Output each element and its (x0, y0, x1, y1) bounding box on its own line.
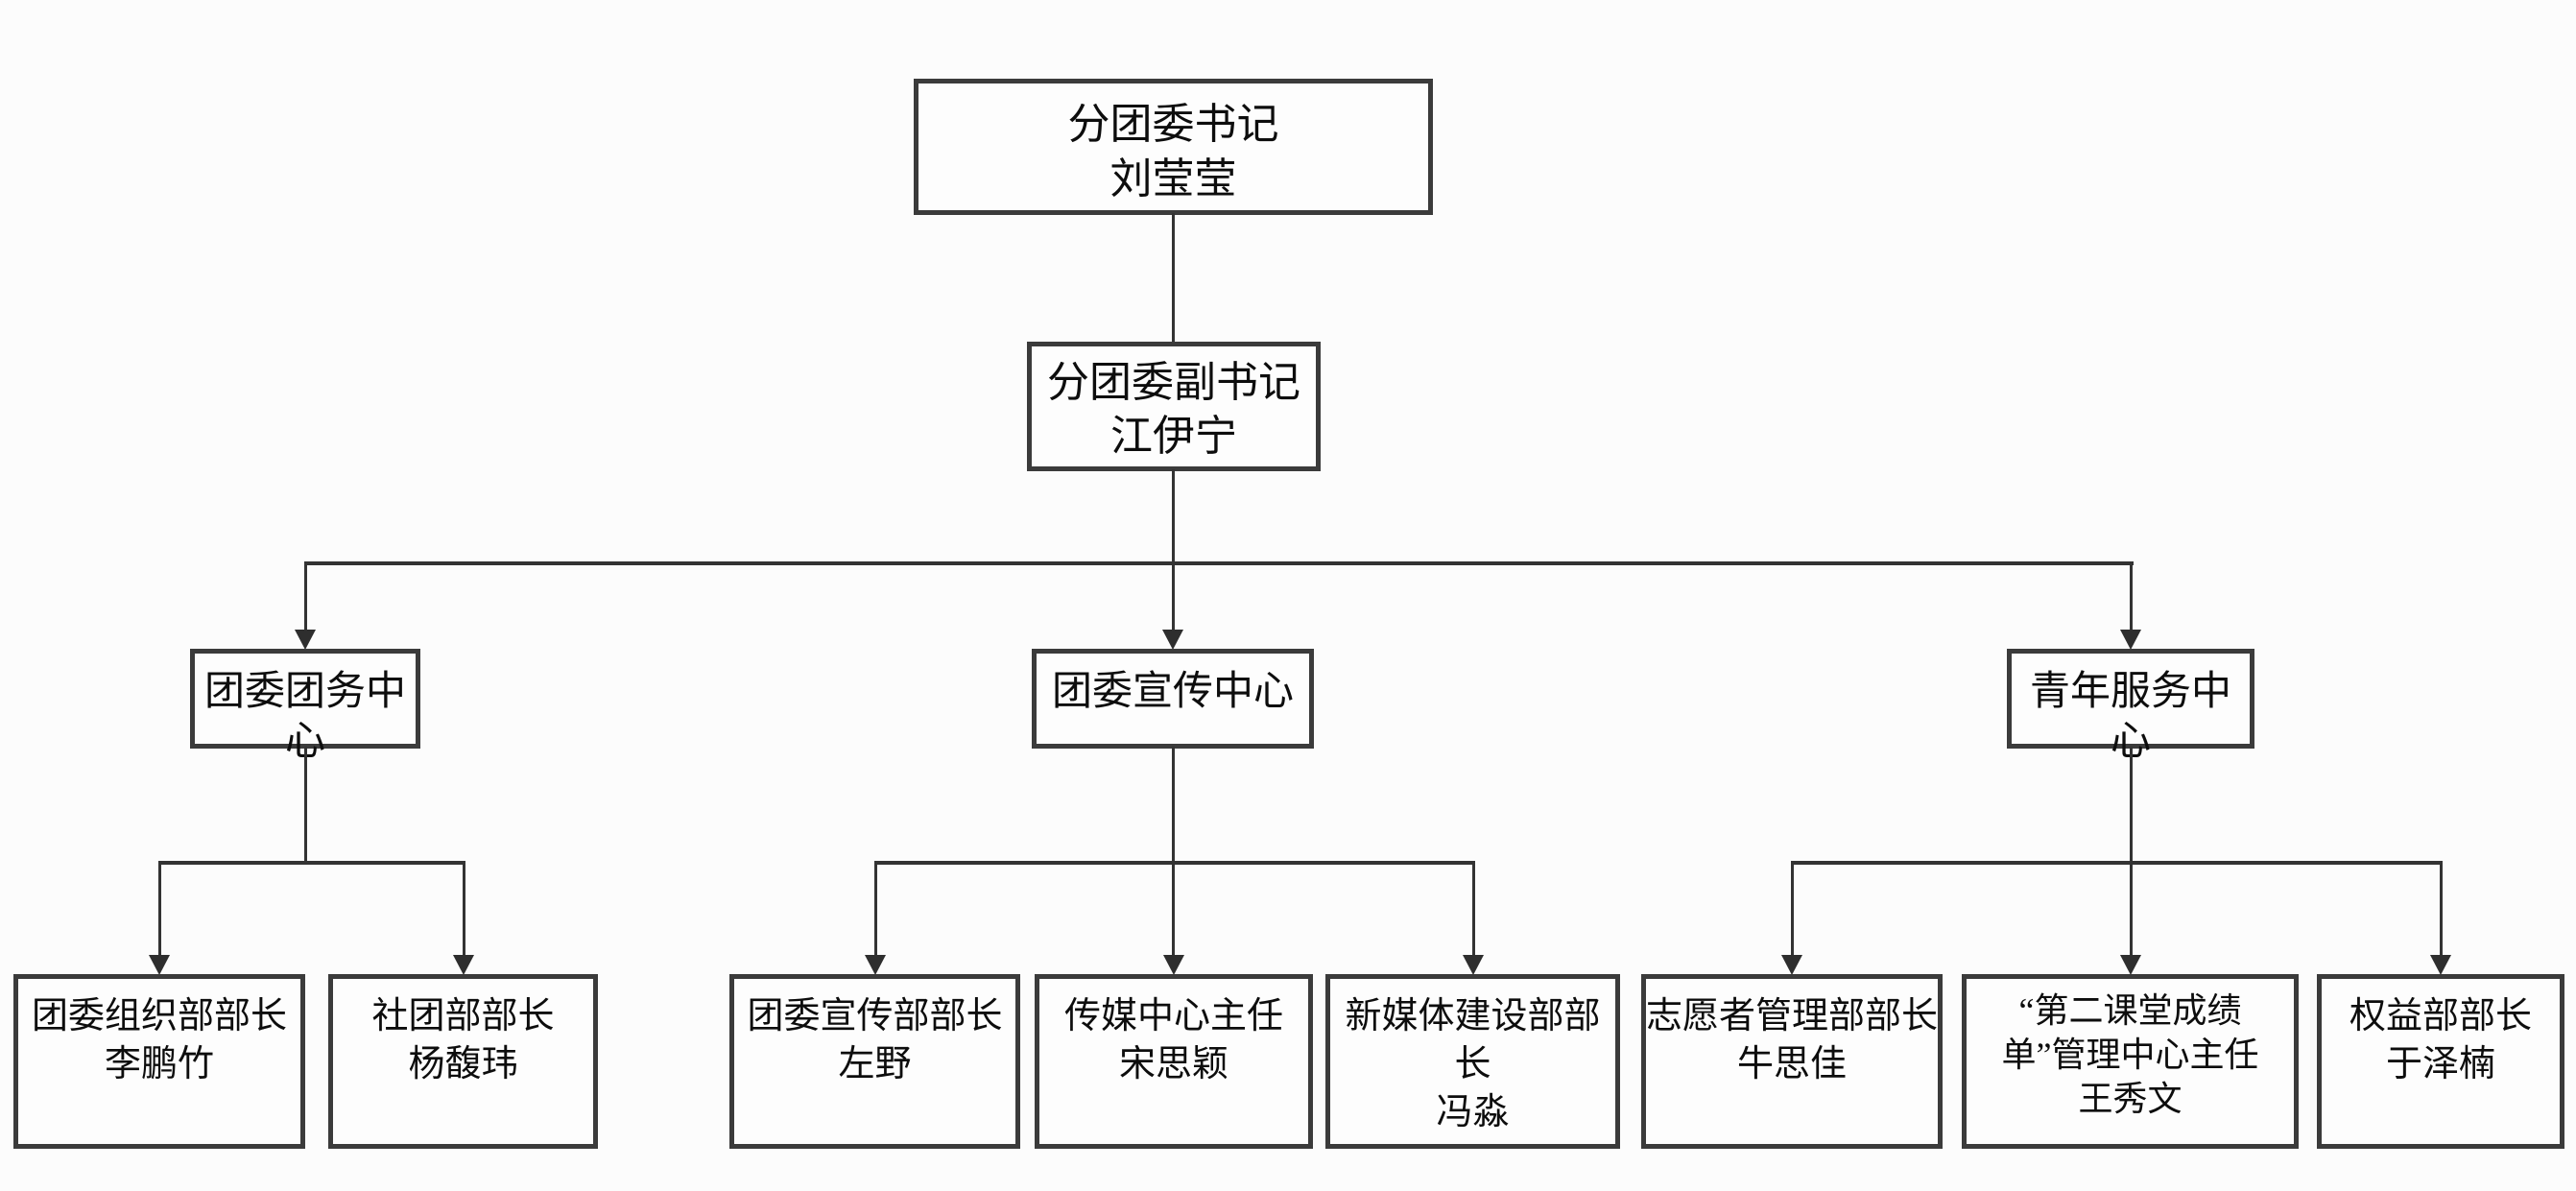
node-title: 团委宣传部部长 (747, 996, 1003, 1036)
connector-drop-dept6 (1791, 861, 1794, 955)
node-dept-shetuan: 社团部部长 杨馥玮 (328, 974, 598, 1149)
arrow-dept1 (149, 955, 170, 975)
connector-center3-stem (2130, 747, 2133, 955)
arrow-dept7 (2120, 955, 2141, 975)
arrow-center1 (295, 630, 316, 650)
node-secretary: 分团委书记 刘莹莹 (914, 79, 1433, 215)
node-title: 团委组织部部长 (31, 996, 287, 1036)
connector-drop-dept2 (463, 861, 465, 955)
node-person: 杨馥玮 (408, 1044, 518, 1084)
node-title-line1: “第二课堂成绩 (2018, 991, 2242, 1030)
node-dept-quanyi: 权益部部长 于泽楠 (2317, 974, 2564, 1149)
node-center-tuanwu: 团委团务中心 (190, 649, 420, 764)
node-title: 分团委副书记 (1047, 359, 1300, 406)
connector-deputy-stem (1172, 469, 1175, 631)
node-dept-xinmeiti: 新媒体建设部部长 冯淼 (1325, 974, 1620, 1149)
node-dept-zuzhi: 团委组织部部长 李鹏竹 (13, 974, 305, 1149)
node-title: 青年服务中心 (2029, 670, 2231, 764)
node-title: 分团委书记 (1067, 101, 1279, 148)
connector-drop-dept5 (1472, 861, 1475, 955)
arrow-center3 (2120, 630, 2141, 650)
node-title: 团委团务中心 (203, 670, 406, 764)
node-title: 团委宣传中心 (1051, 670, 1294, 714)
node-person: 刘莹莹 (1109, 155, 1237, 202)
arrow-dept5 (1463, 955, 1484, 975)
connector-drop-dept1 (158, 861, 161, 955)
node-person: 李鹏竹 (104, 1044, 214, 1084)
node-dept-chuanmei: 传媒中心主任 宋思颖 (1035, 974, 1313, 1149)
node-dept-xuanchuanbu: 团委宣传部部长 左野 (729, 974, 1020, 1149)
node-person: 左野 (838, 1044, 912, 1084)
arrow-dept6 (1781, 955, 1802, 975)
node-title: 权益部部长 (2349, 996, 2532, 1036)
arrow-dept4 (1163, 955, 1184, 975)
arrow-center2 (1162, 630, 1183, 650)
node-title: 新媒体建设部部长 (1345, 996, 1601, 1084)
node-center-xuanchuan: 团委宣传中心 (1032, 649, 1314, 749)
connector-drop-dept8 (2440, 861, 2443, 955)
connector-root-deputy (1172, 213, 1175, 344)
node-person: 王秀文 (2078, 1080, 2182, 1118)
node-person: 宋思颖 (1118, 1044, 1228, 1084)
node-title: 社团部部长 (371, 996, 555, 1036)
arrow-dept8 (2430, 955, 2451, 975)
node-person: 江伊宁 (1110, 413, 1237, 460)
node-person: 于泽楠 (2385, 1044, 2495, 1084)
node-title-line2: 单”管理中心主任 (2001, 1036, 2259, 1074)
node-deputy-secretary: 分团委副书记 江伊宁 (1027, 342, 1321, 471)
node-person: 牛思佳 (1736, 1044, 1847, 1084)
connector-drop-center3 (2130, 561, 2133, 631)
arrow-dept3 (865, 955, 886, 975)
connector-centers-bar (304, 561, 2134, 565)
node-center-qingnianfuwu: 青年服务中心 (2007, 649, 2254, 764)
connector-group1-bar (158, 861, 465, 865)
node-dept-dierketang: “第二课堂成绩 单”管理中心主任 王秀文 (1962, 974, 2299, 1149)
node-title: 志愿者管理部部长 (1646, 996, 1939, 1036)
connector-group2-bar (874, 861, 1475, 865)
connector-drop-dept3 (874, 861, 877, 955)
connector-drop-center1 (304, 561, 307, 631)
connector-center2-stem (1172, 747, 1175, 955)
node-dept-zhiyuanzhe: 志愿者管理部部长 牛思佳 (1641, 974, 1943, 1149)
connector-center1-stem (304, 747, 307, 863)
node-title: 传媒中心主任 (1063, 996, 1283, 1036)
node-person: 冯淼 (1436, 1092, 1510, 1132)
arrow-dept2 (453, 955, 474, 975)
connector-group3-bar (1791, 861, 2443, 865)
